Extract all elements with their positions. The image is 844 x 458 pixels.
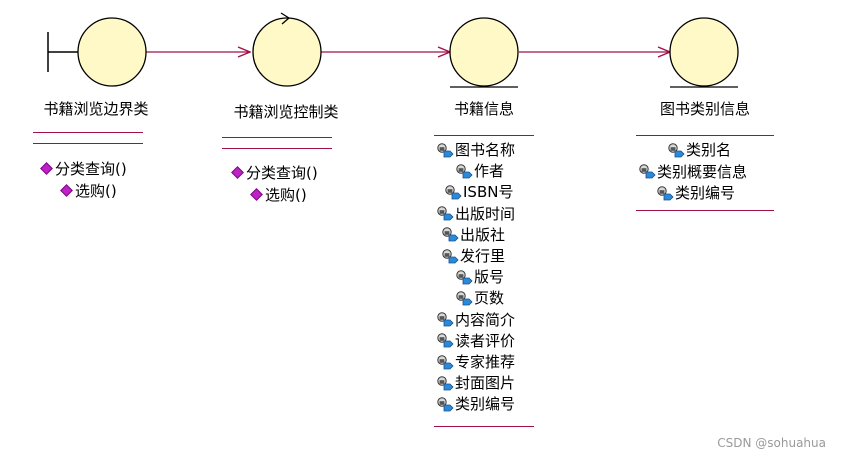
attribute-item: ISBN号 — [444, 181, 513, 202]
attribute-label: 专家推荐 — [455, 353, 516, 371]
attribute-label: 版号 — [474, 268, 505, 287]
attribute-icon — [456, 163, 473, 179]
operation-icon — [60, 184, 73, 197]
attribute-icon — [437, 375, 454, 391]
class-name-bookinfo: 书籍信息 — [453, 100, 514, 118]
attribute-item: 出版时间 — [436, 203, 515, 224]
operation-icon — [231, 166, 244, 179]
class-divider — [636, 210, 774, 211]
class-divider — [222, 137, 332, 138]
attribute-label: 类别编号 — [455, 395, 516, 414]
attribute-icon — [437, 206, 454, 221]
operation-item: 选购() — [60, 180, 117, 201]
attribute-item: 版号 — [455, 266, 504, 287]
attribute-item: 封面图片 — [436, 372, 515, 393]
class-divider — [434, 135, 534, 136]
class-divider — [434, 426, 534, 427]
attribute-icon — [437, 312, 454, 327]
attribute-label: 封面图片 — [455, 374, 516, 393]
attribute-label: 类别概要信息 — [657, 162, 748, 181]
attribute-item: 内容简介 — [436, 309, 515, 330]
attribute-label: 出版社 — [460, 225, 506, 244]
attribute-item: 类别名 — [667, 139, 731, 160]
attribute-item: 页数 — [455, 287, 504, 308]
attribute-label: 读者评价 — [455, 331, 516, 350]
attribute-label: 发行里 — [460, 247, 506, 265]
attribute-label: 类别编号 — [675, 184, 736, 202]
attribute-item: 读者评价 — [436, 330, 515, 351]
attribute-label: 内容简介 — [455, 310, 516, 329]
attribute-icon — [639, 164, 656, 179]
attribute-icon — [437, 142, 454, 157]
attribute-label: 类别名 — [686, 141, 732, 159]
attribute-label: 出版时间 — [455, 204, 516, 223]
class-name-category: 图书类别信息 — [659, 100, 750, 118]
attribute-label: 图书名称 — [455, 141, 516, 159]
attribute-icon — [437, 333, 454, 348]
operation-icon — [40, 162, 53, 175]
attribute-label: 页数 — [474, 289, 505, 308]
attribute-icon — [657, 185, 674, 200]
attribute-label: ISBN号 — [463, 183, 514, 202]
operation-icon — [250, 188, 263, 201]
attribute-item: 图书名称 — [436, 139, 515, 160]
boundary-class-icon — [47, 17, 147, 87]
operation-item: 分类查询() — [231, 162, 318, 183]
class-divider — [33, 132, 143, 133]
attribute-item: 作者 — [455, 160, 504, 181]
control-class-icon — [252, 12, 322, 87]
attribute-icon — [442, 227, 459, 242]
attribute-icon — [442, 248, 459, 263]
attribute-icon — [456, 269, 473, 285]
operation-item: 选购() — [250, 184, 307, 205]
attribute-item: 类别编号 — [656, 182, 735, 203]
class-divider — [222, 148, 332, 149]
attribute-item: 专家推荐 — [436, 351, 515, 372]
class-name-boundary: 书籍浏览边界类 — [43, 100, 149, 118]
watermark: CSDN @sohuahua — [717, 436, 826, 450]
operation-item: 分类查询() — [40, 158, 127, 179]
class-divider — [636, 135, 774, 136]
entity-class-icon-category — [669, 17, 739, 88]
attribute-icon — [437, 354, 454, 369]
attribute-icon — [437, 397, 454, 412]
attribute-icon — [445, 185, 462, 200]
attribute-item: 发行里 — [441, 245, 505, 266]
class-divider — [33, 143, 143, 144]
attribute-icon — [456, 291, 473, 306]
attribute-item: 类别编号 — [436, 393, 515, 414]
attribute-label: 作者 — [474, 162, 505, 181]
attribute-item: 类别概要信息 — [638, 161, 747, 182]
class-name-control: 书籍浏览控制类 — [233, 103, 339, 121]
attribute-icon — [668, 142, 685, 157]
attribute-item: 出版社 — [441, 224, 505, 245]
entity-class-icon-bookinfo — [449, 17, 519, 88]
